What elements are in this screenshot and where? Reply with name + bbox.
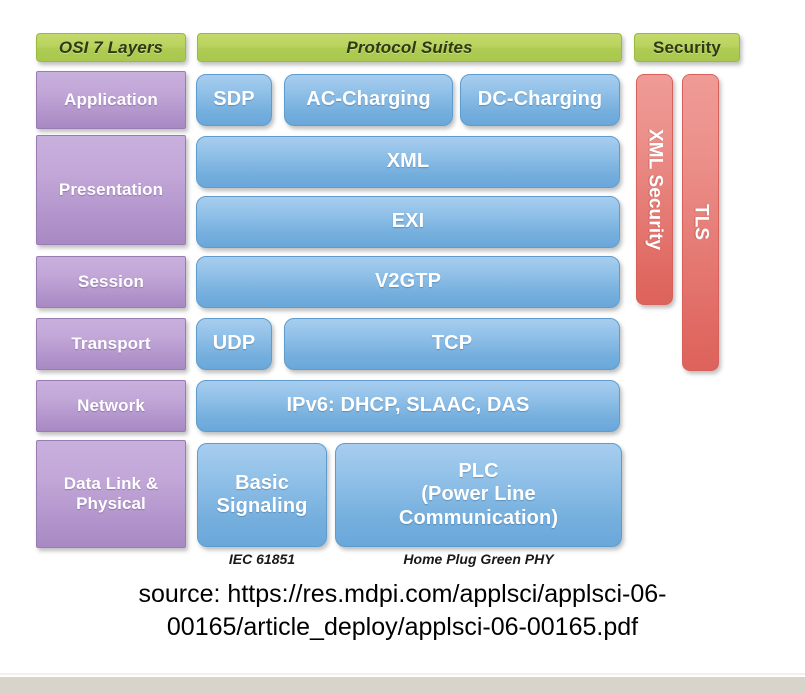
protocol-v2gtp: V2GTP [196,256,620,308]
protocol-ac-charging: AC-Charging [284,74,453,126]
protocol-udp: UDP [196,318,272,370]
column-header-security: Security [634,33,740,62]
column-header-protocol-suites: Protocol Suites [197,33,622,62]
osi-layer-network: Network [36,380,186,432]
security-bar-tls-label: TLS [690,204,712,241]
protocol-ipv6: IPv6: DHCP, SLAAC, DAS [196,380,620,432]
osi-layer-application: Application [36,71,186,129]
osi-layer-session: Session [36,256,186,308]
column-header-osi: OSI 7 Layers [36,33,186,62]
protocol-tcp: TCP [284,318,620,370]
caption-home-plug-green-phy: Home Plug Green PHY [403,551,554,567]
caption-iec-61851: IEC 61851 [228,551,296,567]
source-citation: source: https://res.mdpi.com/applsci/app… [138,580,667,641]
osi-layer-transport: Transport [36,318,186,370]
protocol-xml: XML [196,136,620,188]
security-bar-tls: TLS [682,74,719,371]
security-bar-xml-security-label: XML Security [644,128,666,251]
osi-layer-datalink-physical: Data Link & Physical [36,440,186,548]
protocol-exi: EXI [196,196,620,248]
protocol-dc-charging: DC-Charging [460,74,620,126]
protocol-plc: PLC (Power Line Communication) [335,443,622,547]
osi-layer-presentation: Presentation [36,135,186,245]
bottom-status-bar [0,673,805,693]
security-bar-xml-security: XML Security [636,74,673,305]
protocol-sdp: SDP [196,74,272,126]
protocol-basic-signaling: Basic Signaling [197,443,327,547]
